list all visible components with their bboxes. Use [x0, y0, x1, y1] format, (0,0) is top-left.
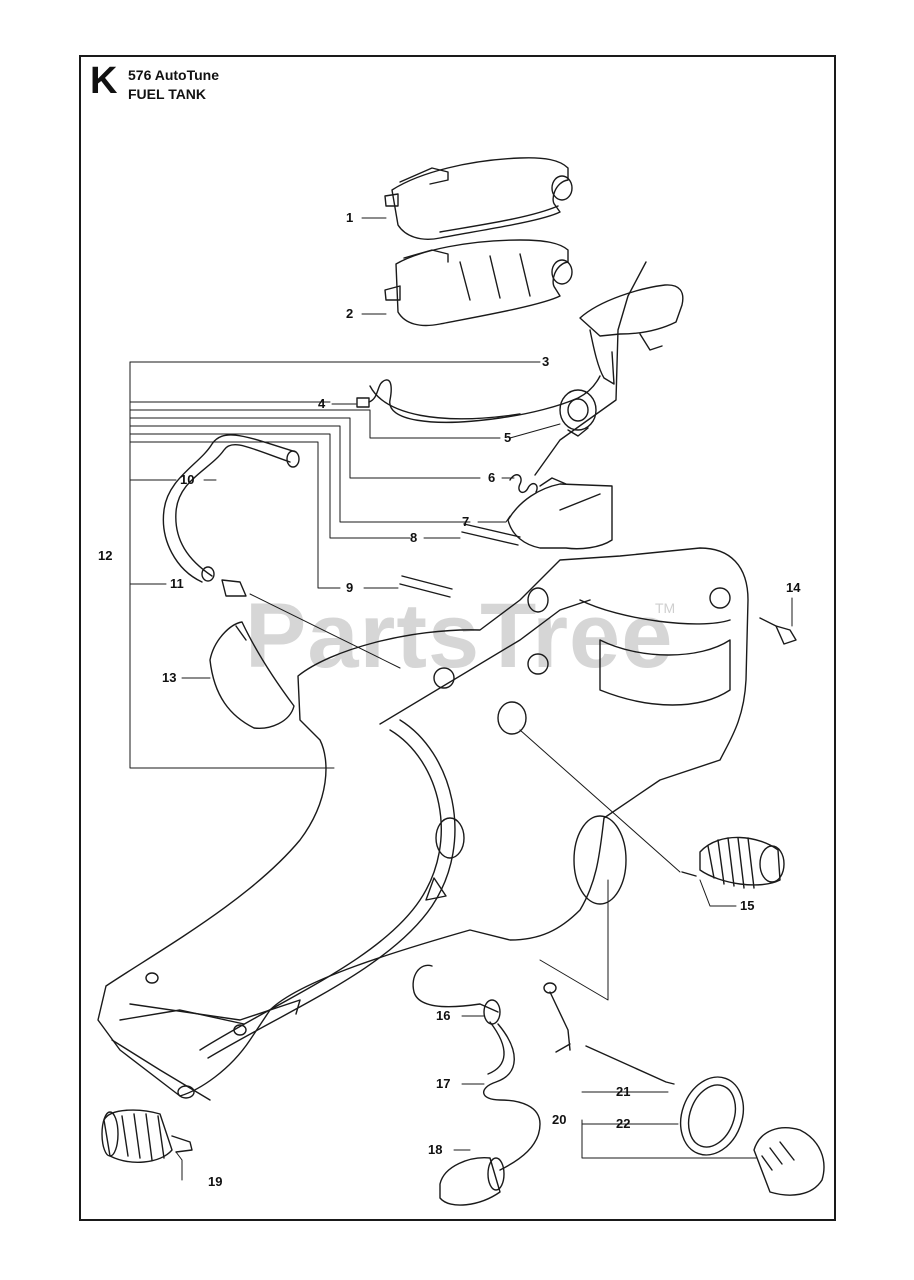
part-7-housing — [507, 477, 613, 550]
callout-15: 15 — [740, 898, 754, 913]
section-letter: K — [90, 60, 118, 102]
part-18-filter — [439, 1157, 505, 1206]
callout-11: 11 — [170, 576, 184, 591]
part-14-screw — [759, 617, 797, 645]
callout-22: 22 — [616, 1116, 630, 1131]
watermark-trademark: TM — [655, 600, 676, 616]
part-8-pin — [461, 523, 521, 546]
diagram-title: FUEL TANK — [128, 86, 207, 102]
callout-14: 14 — [786, 580, 801, 595]
fuel-tank-body — [97, 547, 749, 1101]
part-3-trigger — [579, 284, 684, 385]
part-9-pin — [399, 575, 453, 598]
callout-20: 20 — [552, 1112, 566, 1127]
callout-21: 21 — [616, 1084, 630, 1099]
part-11-fitting — [221, 579, 247, 597]
part-19-av-spring — [101, 1109, 193, 1163]
part-16-grommet — [412, 964, 501, 1025]
callout-12: 12 — [98, 548, 112, 563]
part-4-wire — [356, 375, 601, 423]
diagram-frame — [79, 55, 836, 1221]
callout-7: 7 — [462, 514, 469, 529]
part-6-rod-spring — [509, 261, 647, 494]
part-2-cover — [384, 239, 573, 327]
callout-16: 16 — [436, 1008, 450, 1023]
watermark: PartsTree — [245, 585, 674, 687]
callout-2: 2 — [346, 306, 353, 321]
callout-1: 1 — [346, 210, 353, 225]
callout-8: 8 — [410, 530, 417, 545]
part-13-guide — [209, 621, 295, 729]
part-15-av-spring — [681, 836, 785, 889]
callout-4: 4 — [318, 396, 326, 411]
callout-3: 3 — [542, 354, 549, 369]
callout-13: 13 — [162, 670, 176, 685]
part-20-fuel-cap — [753, 1127, 825, 1196]
part-10-hose — [162, 434, 300, 583]
callout-10: 10 — [180, 472, 194, 487]
callout-18: 18 — [428, 1142, 442, 1157]
model-name: 576 AutoTune — [128, 67, 220, 83]
part-17-hose — [483, 1021, 541, 1171]
callout-6: 6 — [488, 470, 495, 485]
leader-lines — [129, 217, 793, 1181]
part-22-seal — [679, 1076, 745, 1156]
callout-19: 19 — [208, 1174, 222, 1189]
callout-labels: 1 2 3 4 5 6 7 8 9 10 11 12 13 14 15 16 1… — [98, 210, 801, 1189]
callout-17: 17 — [436, 1076, 450, 1091]
part-5-switch — [559, 389, 597, 437]
part-21-valve — [543, 982, 675, 1085]
callout-5: 5 — [504, 430, 511, 445]
part-1-cover — [384, 157, 573, 240]
callout-9: 9 — [346, 580, 353, 595]
